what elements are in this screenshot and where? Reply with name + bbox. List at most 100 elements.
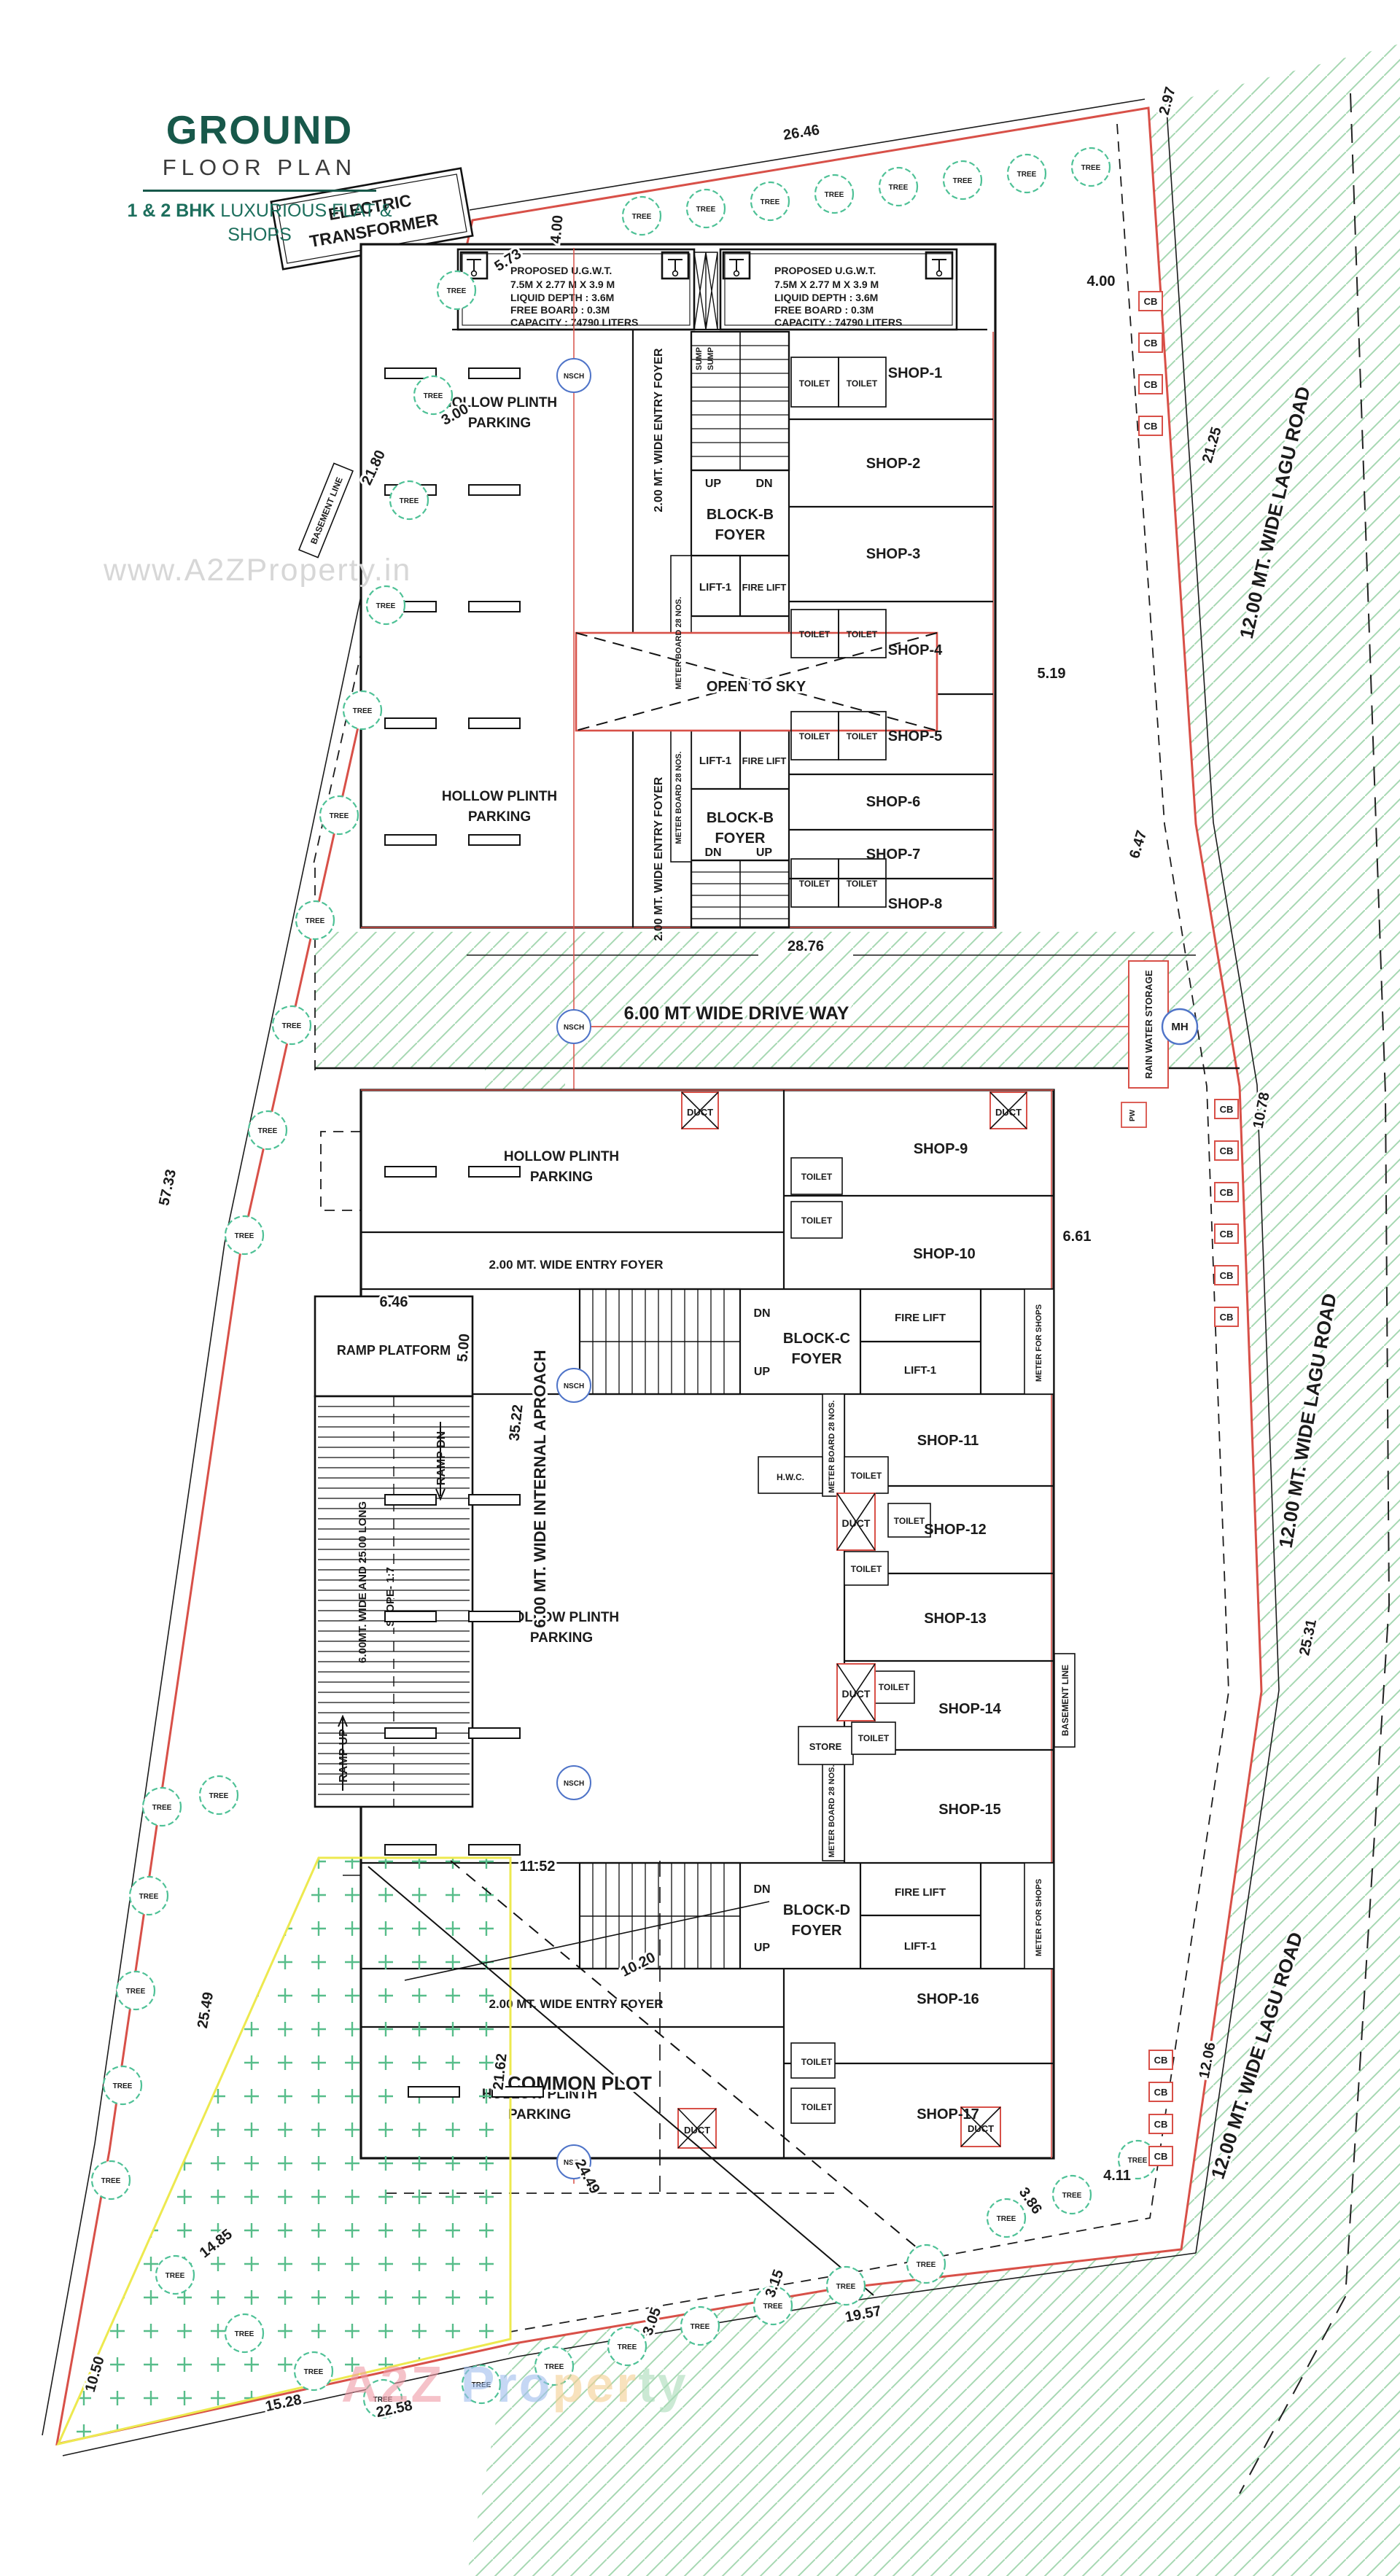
cb-box: CB: [1138, 416, 1163, 436]
stairs-dn-label-2: DN: [704, 847, 721, 859]
tree-circle: [906, 2244, 946, 2284]
cb-label: CB: [1220, 1145, 1234, 1156]
tree-circle: [247, 1110, 288, 1151]
cb-rect: [1138, 416, 1163, 436]
cb-rect: [1214, 1265, 1239, 1285]
tree-label: TREE: [126, 1988, 146, 1996]
ugwt2-line1: PROPOSED U.G.W.T.: [774, 265, 876, 276]
parking-stall-tick: [468, 1494, 521, 1506]
hwc-label: H.W.C.: [777, 1472, 804, 1482]
cb-rect: [1138, 332, 1163, 353]
dimension-label: 5.19: [1038, 666, 1066, 682]
hollow-plinth-upper-1: HOLLOW PLINTH: [442, 395, 557, 410]
shop-15-label: SHOP-15: [938, 1802, 1001, 1818]
cb-rect: [1214, 1099, 1239, 1119]
tree-label: TREE: [113, 2082, 133, 2090]
tree-label: TREE: [330, 812, 349, 820]
tree-circle: [685, 188, 726, 229]
dimension-label: 6.47: [1127, 828, 1150, 860]
parking-stall-tick: [384, 1611, 437, 1622]
meter-board-c: METER BOARD 28 NOS.: [828, 1400, 836, 1493]
dimension-label: 4.00: [548, 214, 566, 244]
tree-label: TREE: [472, 2381, 491, 2389]
ramp-slope-label-1: 6.00MT. WIDE AND 25.00 LONG: [357, 1501, 369, 1663]
upper-building: PROPOSED U.G.W.T. 7.5M X 2.77 M X 3.9 M …: [359, 243, 997, 941]
tree-label: TREE: [953, 177, 973, 185]
nsch-label: NSCH: [564, 373, 584, 381]
nsch-label: NSCH: [564, 2159, 584, 2167]
block-d-foyer-1: BLOCK-D: [783, 1902, 850, 1918]
hollow-plinth-upper-3: HOLLOW PLINTH: [442, 789, 557, 804]
dimension-label: 6.61: [1063, 1229, 1092, 1245]
tree-icon: TREE: [413, 375, 454, 416]
tree-label: TREE: [306, 917, 325, 925]
meter-board-d: METER BOARD 28 NOS.: [828, 1764, 836, 1857]
ugwt2-line2: 7.5M X 2.77 M X 3.9 M: [774, 279, 879, 290]
shop-11-label: SHOP-11: [917, 1433, 979, 1449]
trees-layer: TREE TREE TREE TREE TREE TREE TREE TREE TREE TREE…: [90, 147, 1158, 2419]
nsch-marker: NSCH: [556, 1009, 591, 1044]
toilet-label: TOILET: [799, 629, 831, 639]
title-tagline-bold: 1 & 2 BHK: [127, 200, 216, 221]
generated-geometry: [318, 332, 789, 2098]
cb-label: CB: [1144, 421, 1158, 432]
tree-icon: TREE: [295, 900, 335, 941]
shop-12-label: SHOP-12: [924, 1522, 987, 1538]
store-label: STORE: [809, 1741, 842, 1752]
tree-icon: TREE: [607, 2326, 648, 2367]
tree-icon: TREE: [389, 480, 429, 521]
toilet-label: TOILET: [851, 1471, 882, 1481]
hollow-plinth-upper-2: PARKING: [468, 416, 531, 431]
watermark-a2z: A2Z: [341, 2356, 445, 2413]
ugwt-tank-2: PROPOSED U.G.W.T. 7.5M X 2.77 M X 3.9 M …: [719, 248, 958, 331]
tree-icon: TREE: [942, 160, 983, 201]
parking-stall-tick: [491, 2086, 544, 2098]
tree-circle: [198, 1775, 239, 1816]
ramp-platform-label: RAMP PLATFORM: [337, 1343, 451, 1358]
tree-icon: TREE: [1070, 147, 1111, 187]
cb-rect: [1214, 1140, 1239, 1161]
tree-icon: TREE: [1006, 153, 1047, 194]
tree-label: TREE: [825, 191, 844, 199]
hollow-plinth-mid-1: HOLLOW PLINTH: [504, 1610, 619, 1625]
tree-circle: [752, 2285, 793, 2326]
tree-label: TREE: [836, 2283, 856, 2291]
tree-icon: TREE: [534, 2346, 575, 2386]
tree-label: TREE: [400, 497, 419, 505]
cb-rect: [1138, 291, 1163, 311]
ugwt2-line4: FREE BOARD : 0.3M: [774, 304, 874, 316]
road-outer-edge: [1239, 93, 1391, 2494]
nsch-circle: [556, 1368, 591, 1403]
stairs-c-up: UP: [754, 1366, 771, 1378]
cb-rect: [1148, 2114, 1173, 2134]
dimension-label: 5.00: [454, 1333, 472, 1363]
nsch-marker: NSCH: [556, 358, 591, 393]
pump-icons: [459, 251, 954, 280]
shop-10-label: SHOP-10: [913, 1246, 976, 1262]
toilet-label: TOILET: [847, 629, 878, 639]
tree-label: TREE: [166, 2272, 185, 2280]
tree-label: TREE: [447, 287, 467, 295]
tree-icon: TREE: [621, 195, 662, 236]
cb-label: CB: [1220, 1270, 1234, 1281]
driveway: 6.00 MT WIDE DRIVE WAY RAIN WATER STORAG…: [315, 248, 1240, 2184]
tree-circle: [115, 1970, 156, 2011]
tree-circle: [814, 174, 855, 214]
tree-label: TREE: [152, 1804, 172, 1812]
tree-circle: [680, 2305, 720, 2346]
tree-circle: [942, 160, 983, 201]
tree-icon: TREE: [155, 2254, 195, 2295]
watermark-pro: Pro: [444, 2356, 553, 2413]
tree-circle: [224, 1215, 265, 1256]
basement-line-label: BASEMENT LINE: [1060, 1665, 1070, 1736]
tree-circle: [271, 1005, 312, 1046]
toilet-label: TOILET: [879, 1682, 910, 1692]
tree-icon: TREE: [436, 270, 477, 311]
tree-label: TREE: [353, 707, 373, 715]
dimension-label: 4.00: [1087, 273, 1116, 289]
hollow-plinth-upper-4: PARKING: [468, 809, 531, 825]
nsch-marker: NSCH: [556, 1765, 591, 1800]
ugwt1-line3: LIQUID DEPTH : 3.6M: [510, 292, 614, 303]
tree-icon: TREE: [319, 795, 359, 836]
